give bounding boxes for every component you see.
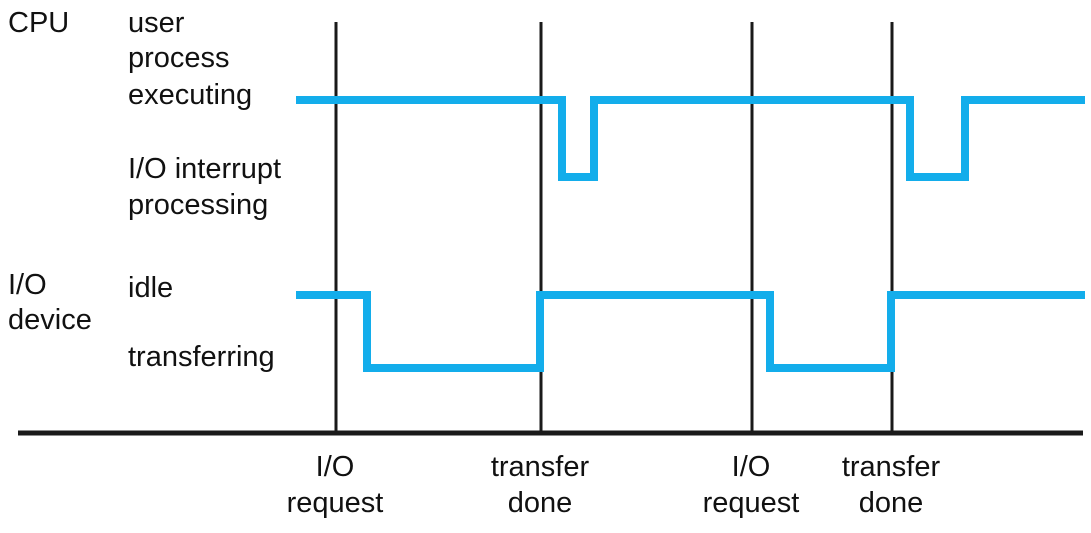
group-label-cpu: CPU bbox=[8, 7, 70, 39]
cpu-state-executing-line2: process bbox=[128, 42, 230, 74]
event-label-3-line2: done bbox=[858, 487, 924, 519]
cpu-state-interrupt-line1: I/O interrupt bbox=[128, 153, 282, 185]
event-label-3-line1: transfer bbox=[841, 451, 941, 483]
event-label-1-line2: done bbox=[507, 487, 573, 519]
event-marker-lines bbox=[334, 22, 894, 433]
event-label-0-line1: I/O bbox=[315, 451, 355, 483]
event-label-2-line1: I/O bbox=[731, 451, 771, 483]
io-state-idle: idle bbox=[128, 272, 174, 304]
event-label-1-line1: transfer bbox=[490, 451, 590, 483]
io-device-signal-waveform bbox=[296, 291, 1085, 372]
io-state-transferring: transferring bbox=[128, 341, 275, 373]
cpu-signal-waveform bbox=[296, 96, 1085, 181]
cpu-state-executing-line3: executing bbox=[128, 79, 253, 111]
event-label-0-line2: request bbox=[286, 487, 384, 519]
cpu-state-executing-line1: user bbox=[128, 7, 185, 39]
event-label-2-line2: request bbox=[702, 487, 800, 519]
group-label-io-line2: device bbox=[8, 304, 92, 336]
cpu-state-interrupt-line2: processing bbox=[128, 189, 269, 221]
group-label-io-line1: I/O bbox=[8, 269, 47, 301]
